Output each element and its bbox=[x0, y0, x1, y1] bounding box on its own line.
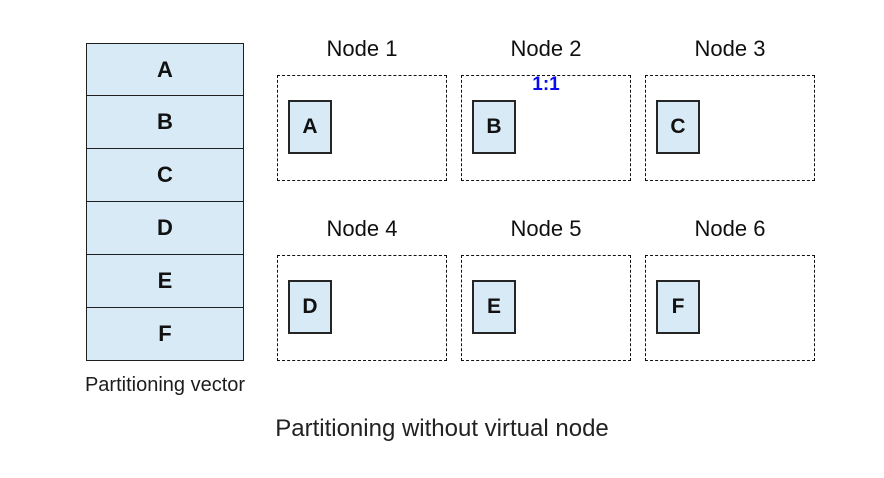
partition-box: F bbox=[656, 280, 700, 334]
vector-cell-a: A bbox=[86, 43, 244, 96]
partition-box: E bbox=[472, 280, 516, 334]
vector-cell-label: D bbox=[157, 215, 173, 240]
partition-box: B bbox=[472, 100, 516, 154]
node-box: E bbox=[461, 255, 631, 361]
node-label: Node 3 bbox=[694, 36, 766, 61]
vector-cell-e: E bbox=[86, 255, 244, 308]
partition-box: A bbox=[288, 100, 332, 154]
partitioning-vector-label: Partitioning vector bbox=[84, 374, 246, 396]
partitioning-vector: A B C D E F bbox=[86, 43, 244, 361]
node-1: Node 1 A bbox=[277, 36, 447, 181]
vector-cell-b: B bbox=[86, 96, 244, 149]
partition-label: C bbox=[670, 115, 686, 138]
partition-label: E bbox=[486, 295, 501, 318]
node-3: Node 3 C bbox=[645, 36, 815, 181]
node-box: C bbox=[645, 75, 815, 181]
partition-box: D bbox=[288, 280, 332, 334]
vector-cell-label: E bbox=[157, 268, 173, 293]
node-box: A bbox=[277, 75, 447, 181]
node-label: Node 6 bbox=[694, 216, 766, 241]
node-box: 1:1 B bbox=[461, 74, 631, 181]
node-label: Node 4 bbox=[326, 216, 398, 241]
partition-label: A bbox=[302, 115, 318, 138]
vector-cell-label: A bbox=[157, 56, 173, 82]
vector-cell-label: F bbox=[158, 321, 172, 346]
node-label: Node 5 bbox=[510, 216, 582, 241]
partition-label: F bbox=[671, 295, 685, 318]
node-5: Node 5 E bbox=[461, 216, 631, 361]
vector-cell-f: F bbox=[86, 308, 244, 361]
ratio-annotation: 1:1 bbox=[532, 74, 560, 95]
vector-cell-label: C bbox=[157, 162, 173, 187]
node-label: Node 2 bbox=[510, 36, 582, 61]
node-4: Node 4 D bbox=[277, 216, 447, 361]
node-box: F bbox=[645, 255, 815, 361]
diagram-caption: Partitioning without virtual node bbox=[275, 415, 609, 442]
node-2: Node 2 1:1 B bbox=[461, 36, 631, 181]
partition-label: D bbox=[302, 295, 318, 318]
vector-cell-c: C bbox=[86, 149, 244, 202]
node-label: Node 1 bbox=[326, 36, 398, 61]
vector-cell-label: B bbox=[157, 109, 173, 134]
node-box: D bbox=[277, 255, 447, 361]
vector-cell-d: D bbox=[86, 202, 244, 255]
partition-label: B bbox=[486, 115, 502, 138]
partition-box: C bbox=[656, 100, 700, 154]
node-6: Node 6 F bbox=[645, 216, 815, 361]
